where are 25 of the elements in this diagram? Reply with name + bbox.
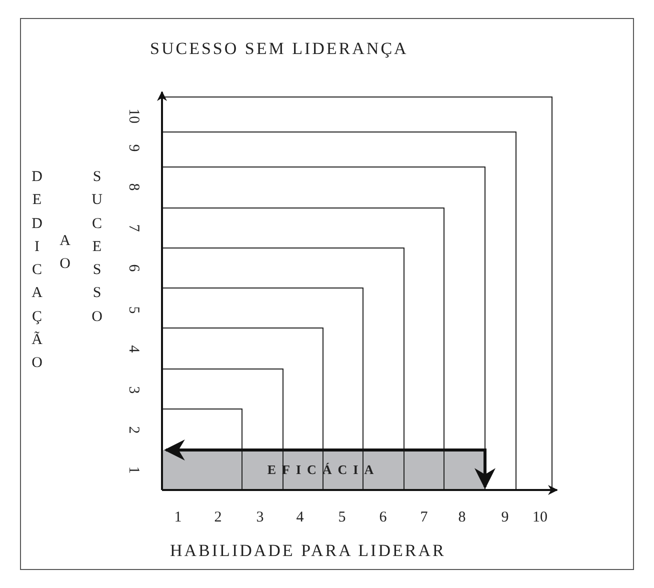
tick-label: 1 — [126, 466, 140, 474]
tick-label: 1 — [174, 510, 182, 526]
tick-label: 4 — [126, 345, 140, 353]
tick-label: 6 — [126, 264, 140, 272]
axis-title: DEDICAÇÃO — [30, 168, 44, 374]
tick-label: 8 — [458, 510, 466, 526]
tick-label: 8 — [126, 183, 140, 191]
tick-label: 3 — [256, 510, 264, 526]
axis-title: AO — [58, 232, 72, 274]
tick-label: 5 — [338, 510, 346, 526]
tick-label: 2 — [214, 510, 222, 526]
tick-label: 2 — [126, 426, 140, 434]
tick-label: 9 — [126, 144, 140, 152]
axis-title: SUCESSO SEM LIDERANÇA — [150, 40, 408, 57]
tick-label: 9 — [501, 510, 509, 526]
tick-label: 6 — [379, 510, 387, 526]
axis-title: HABILIDADE PARA LIDERAR — [170, 542, 446, 559]
tick-label: 7 — [420, 510, 428, 526]
tick-label: 10 — [126, 108, 140, 124]
tick-label: 5 — [126, 306, 140, 314]
tick-label: 7 — [126, 224, 140, 232]
axis-title: SUCESSO — [90, 168, 104, 327]
tick-label: 10 — [532, 510, 548, 526]
tick-label: 4 — [296, 510, 304, 526]
tick-label: 3 — [126, 386, 140, 394]
